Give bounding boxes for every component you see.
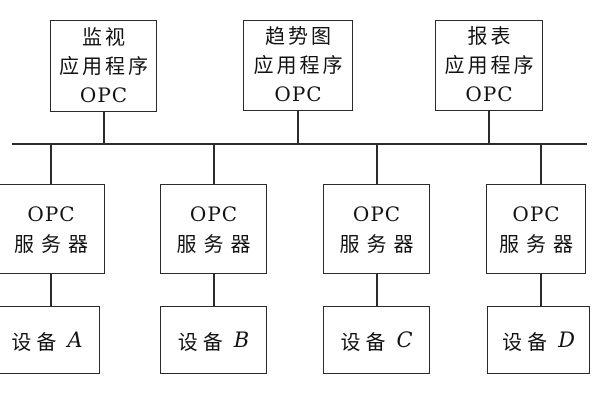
connector-bus-server4 <box>540 144 542 184</box>
app-box-monitor-line2: 应用程序 <box>59 53 151 78</box>
device-c-label: 设备 <box>340 329 391 354</box>
device-a-label: 设备 <box>11 329 62 354</box>
app-box-trend-line1: 趋势图 <box>265 24 334 48</box>
opc-server-box-4: OPC 服务器 <box>486 184 586 274</box>
app-box-report-line1: 报表 <box>467 24 514 48</box>
device-d-label: 设备 <box>502 329 553 354</box>
opc-server-4-line1: OPC <box>512 202 561 226</box>
connector-bus-server1 <box>50 144 52 184</box>
opc-server-2-line1: OPC <box>189 202 239 226</box>
app-box-trend-line2: 应用程序 <box>253 53 346 77</box>
app-box-report: 报表 应用程序 OPC <box>435 20 543 111</box>
opc-server-3-line1: OPC <box>352 202 402 226</box>
app-box-monitor-line1: 监视 <box>82 24 128 49</box>
opc-server-box-3: OPC 服务器 <box>323 184 430 274</box>
opc-server-box-2: OPC 服务器 <box>160 184 267 274</box>
device-a-id: A <box>67 328 83 352</box>
app-box-report-line2: 应用程序 <box>444 53 537 77</box>
app-box-trend-line3: OPC <box>274 82 323 106</box>
connector-bus-server3 <box>376 144 378 184</box>
device-d-id: D <box>558 328 575 352</box>
opc-server-box-1: OPC 服务器 <box>0 184 105 274</box>
app-box-report-line3: OPC <box>465 82 514 106</box>
opc-server-4-line2: 服务器 <box>499 232 580 256</box>
connector-app2-bus <box>297 110 299 144</box>
bus-line <box>12 143 587 145</box>
app-box-monitor: 监视 应用程序 OPC <box>50 20 157 112</box>
opc-server-3-line2: 服务器 <box>339 232 421 256</box>
connector-server4-device4 <box>540 274 542 306</box>
connector-bus-server2 <box>213 144 215 184</box>
device-b-id: B <box>233 328 250 352</box>
connector-app1-bus <box>103 111 105 144</box>
opc-server-2-line2: 服务器 <box>176 232 258 256</box>
app-box-trend: 趋势图 应用程序 OPC <box>243 20 353 111</box>
device-b-label: 设备 <box>177 329 228 354</box>
opc-server-1-line1: OPC <box>27 202 76 226</box>
device-c-id: C <box>396 328 413 352</box>
app-box-monitor-line3: OPC <box>79 82 129 107</box>
opc-server-1-line2: 服务器 <box>14 232 95 256</box>
connector-server1-device1 <box>50 274 52 306</box>
connector-server2-device2 <box>213 274 215 306</box>
connector-app3-bus <box>488 110 490 144</box>
connector-server3-device3 <box>376 274 378 306</box>
